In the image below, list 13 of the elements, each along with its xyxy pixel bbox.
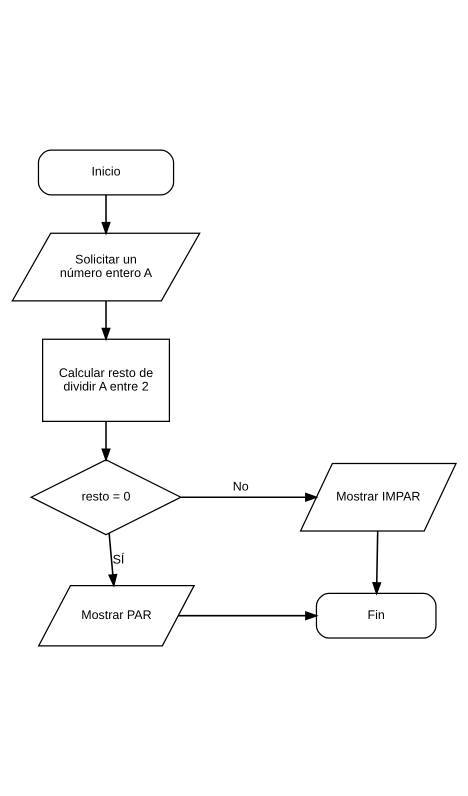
arrow [108,533,118,588]
edge-label: SÍ [112,552,124,566]
arrow [372,531,382,596]
edge-label: No [232,480,249,494]
arrow [178,610,319,620]
arrow [181,492,319,502]
node-box: Inicio [38,150,174,196]
arrow [101,194,111,236]
node-box: Fin [316,592,437,639]
node-diamond: resto = 0 [30,459,182,536]
arrow [101,422,111,462]
node-box: Calcular resto de dividir A entre 2 [42,338,170,422]
arrow [101,300,111,342]
